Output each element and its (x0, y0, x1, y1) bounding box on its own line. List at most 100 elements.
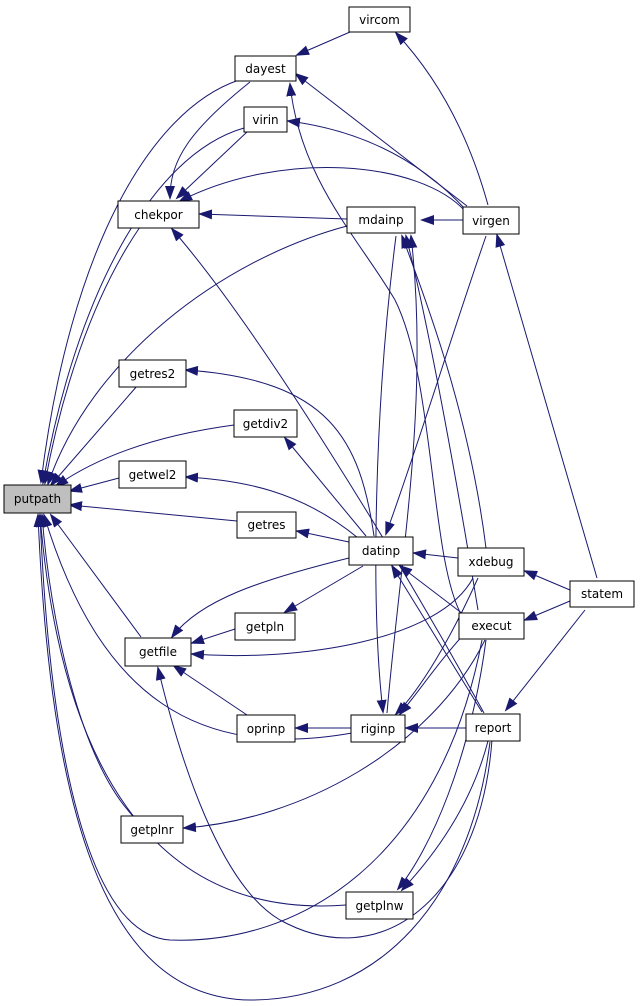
edge-datinp-getres2 (184, 365, 375, 537)
edge-getres-putpath (68, 501, 238, 522)
edge-xdebug-getfile (190, 577, 474, 660)
node-getdiv2[interactable]: getdiv2 (233, 409, 298, 438)
edge-dayest-putpath (37, 79, 240, 484)
node-execut-box (458, 612, 525, 640)
node-getres-label: getres (247, 518, 285, 532)
node-getplnw-box (345, 891, 414, 920)
edge-datinp-getfile (170, 557, 350, 639)
node-getres-box (236, 511, 297, 539)
node-report-label: report (475, 721, 512, 735)
edge-execut-getplnw (396, 639, 487, 891)
node-dayest[interactable]: dayest (234, 55, 297, 82)
edge-execut-putpath (35, 513, 483, 941)
edge-statem-execut (523, 600, 571, 621)
edge-getdiv2-putpath (54, 424, 235, 488)
edge-report-chekpor (170, 227, 485, 714)
edge-execut-getplnr (182, 639, 486, 833)
edge-chekpor-putpath (42, 226, 141, 485)
node-chekpor-label: chekpor (134, 208, 182, 222)
edge-xdebug-mdainp (401, 234, 487, 549)
edge-getres2-putpath (49, 385, 138, 487)
edge-virgen-virin (286, 117, 467, 211)
edge-execut-dayest (286, 82, 463, 617)
node-execut[interactable]: execut (458, 612, 525, 640)
edge-riginp-putpath (42, 513, 353, 740)
node-datinp-box (348, 536, 414, 566)
edge-riginp-mdainp (386, 234, 418, 714)
node-statem-label: statem (581, 587, 623, 601)
node-getwel2-label: getwel2 (129, 468, 177, 482)
node-getres[interactable]: getres (236, 511, 297, 539)
node-statem-box (569, 580, 635, 608)
node-chekpor-box (117, 200, 200, 229)
node-virin[interactable]: virin (243, 106, 288, 133)
edge-oprinp-getfile (172, 664, 248, 716)
node-chekpor[interactable]: chekpor (117, 200, 200, 229)
node-riginp-label: riginp (361, 722, 395, 736)
edge-report-putpath (33, 513, 491, 1001)
node-xdebug[interactable]: xdebug (457, 547, 525, 577)
edge-virin-chekpor (175, 130, 249, 200)
node-virgen[interactable]: virgen (462, 206, 520, 235)
node-getwel2[interactable]: getwel2 (118, 460, 187, 489)
node-xdebug-box (457, 547, 525, 577)
node-vircom-label: vircom (359, 13, 400, 27)
node-riginp[interactable]: riginp (350, 714, 406, 743)
node-virgen-label: virgen (472, 214, 510, 228)
node-report[interactable]: report (465, 713, 521, 742)
node-getplnr[interactable]: getplnr (120, 815, 184, 844)
node-getres2-box (118, 359, 187, 388)
node-putpath-label: putpath (14, 492, 61, 506)
node-virgen-box (462, 206, 520, 235)
edge-statem-xdebug (523, 570, 571, 591)
node-virin-box (243, 106, 288, 133)
node-getpln[interactable]: getpln (234, 612, 296, 641)
node-oprinp-label: oprinp (247, 722, 285, 736)
edge-datinp-getpln (283, 565, 364, 614)
node-getwel2-box (118, 460, 187, 489)
node-vircom-box (348, 6, 411, 33)
edge-virgen-datinp (385, 235, 487, 536)
edge-getplnw-putpath (35, 513, 347, 907)
node-datinp-label: datinp (362, 544, 400, 558)
edge-report-datinp (390, 564, 483, 713)
node-dayest-box (234, 55, 297, 82)
node-getfile[interactable]: getfile (124, 637, 192, 667)
edge-getplnr-putpath (37, 513, 134, 817)
node-datinp[interactable]: datinp (348, 536, 414, 566)
edge-report-getfile (155, 666, 493, 939)
edge-statem-virgen (495, 233, 598, 579)
edge-getpln-getfile (190, 628, 236, 645)
edges (33, 31, 598, 1001)
edge-getfile-putpath (49, 513, 142, 638)
edge-virgen-chekpor (178, 166, 467, 213)
edge-datinp-getres (295, 528, 350, 543)
edge-execut-riginp (398, 631, 467, 716)
edge-datinp-getwel2 (184, 472, 359, 539)
nodes: putpath vircom dayest virin chekpor mdai… (3, 6, 635, 920)
node-getfile-label: getfile (139, 645, 177, 659)
node-mdainp-label: mdainp (358, 213, 403, 227)
node-statem[interactable]: statem (569, 580, 635, 608)
node-oprinp-box (236, 714, 296, 743)
node-getres2-label: getres2 (130, 367, 176, 381)
node-getfile-box (124, 637, 192, 667)
edge-virin-putpath (40, 127, 245, 485)
edge-execut-datinp (398, 564, 464, 615)
node-putpath[interactable]: putpath (3, 484, 72, 514)
node-getdiv2-label: getdiv2 (243, 417, 288, 431)
node-vircom[interactable]: vircom (348, 6, 411, 33)
node-mdainp[interactable]: mdainp (346, 206, 416, 234)
node-getdiv2-box (233, 409, 298, 438)
edge-statem-report (504, 609, 586, 712)
edge-xdebug-datinp (412, 549, 459, 560)
node-dayest-label: dayest (245, 62, 286, 76)
edge-getwel2-putpath (68, 477, 120, 493)
node-getres2[interactable]: getres2 (118, 359, 187, 388)
node-report-box (465, 713, 521, 742)
node-getplnw[interactable]: getplnw (345, 891, 414, 920)
edge-virgen-vircom (394, 31, 489, 206)
node-oprinp[interactable]: oprinp (236, 714, 296, 743)
edge-mdainp-putpath (47, 225, 348, 486)
